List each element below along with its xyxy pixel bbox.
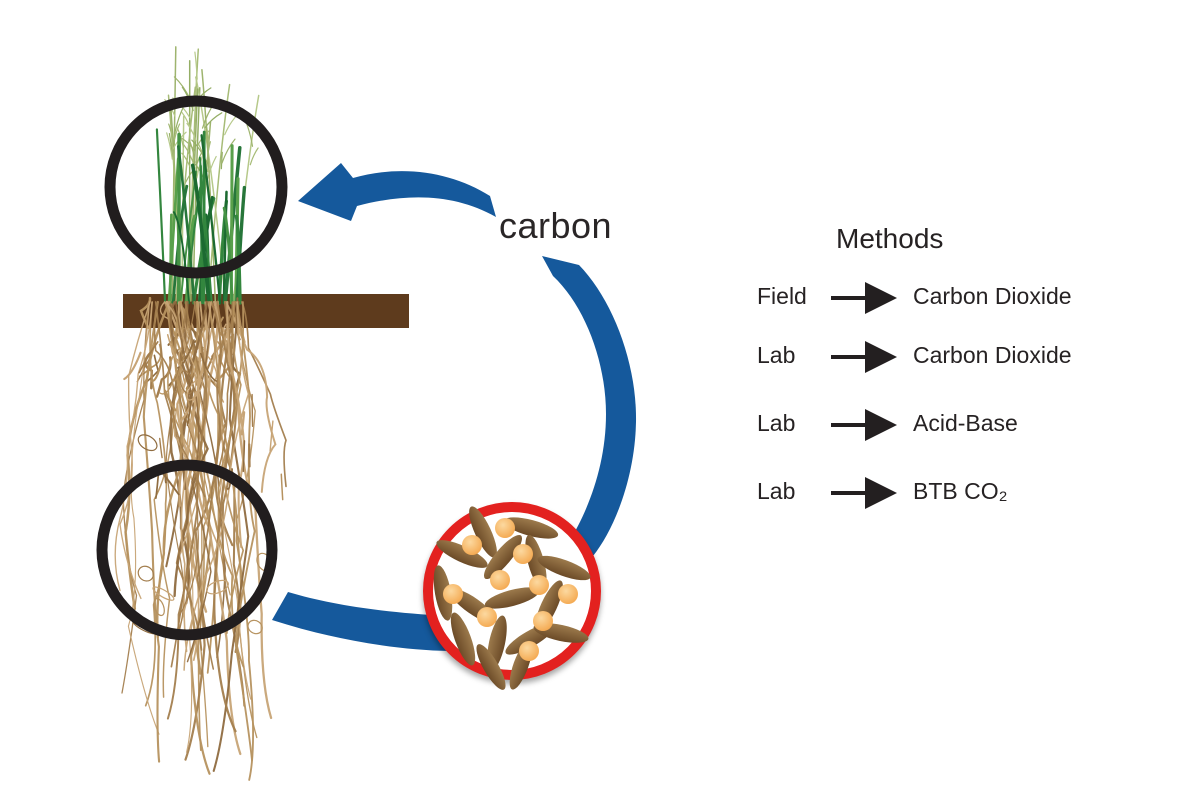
method-measure-label: Carbon Dioxide [913,342,1072,368]
method-source-label: Lab [757,410,796,436]
root-highlight-circle [96,459,278,641]
method-measure-label: Acid-Base [913,410,1018,436]
root-system-icon [114,300,287,781]
arrow-icon [831,409,897,441]
carbon-flow-arc-bottom [272,592,450,651]
method-measure-label: BTB CO₂ [913,478,1008,504]
arrow-icon [831,282,897,314]
carbon-label: carbon [499,205,613,246]
shoot-highlight-circle [104,95,288,279]
grass-shoots-icon [155,46,260,305]
soil-microbes-magnifier-circle [423,502,601,690]
microbe-dots [443,518,578,661]
microbe-ovals [433,506,591,690]
method-source-label: Lab [757,478,796,504]
method-measure-label: Carbon Dioxide [913,283,1072,309]
arrow-icon [831,477,897,509]
carbon-flow-arrow-top [298,163,496,221]
arrow-icon [831,341,897,373]
method-source-label: Lab [757,342,796,368]
methods-title: Methods [836,223,944,254]
carbon-flow-arc-right [542,256,637,556]
method-source-label: Field [757,283,807,309]
